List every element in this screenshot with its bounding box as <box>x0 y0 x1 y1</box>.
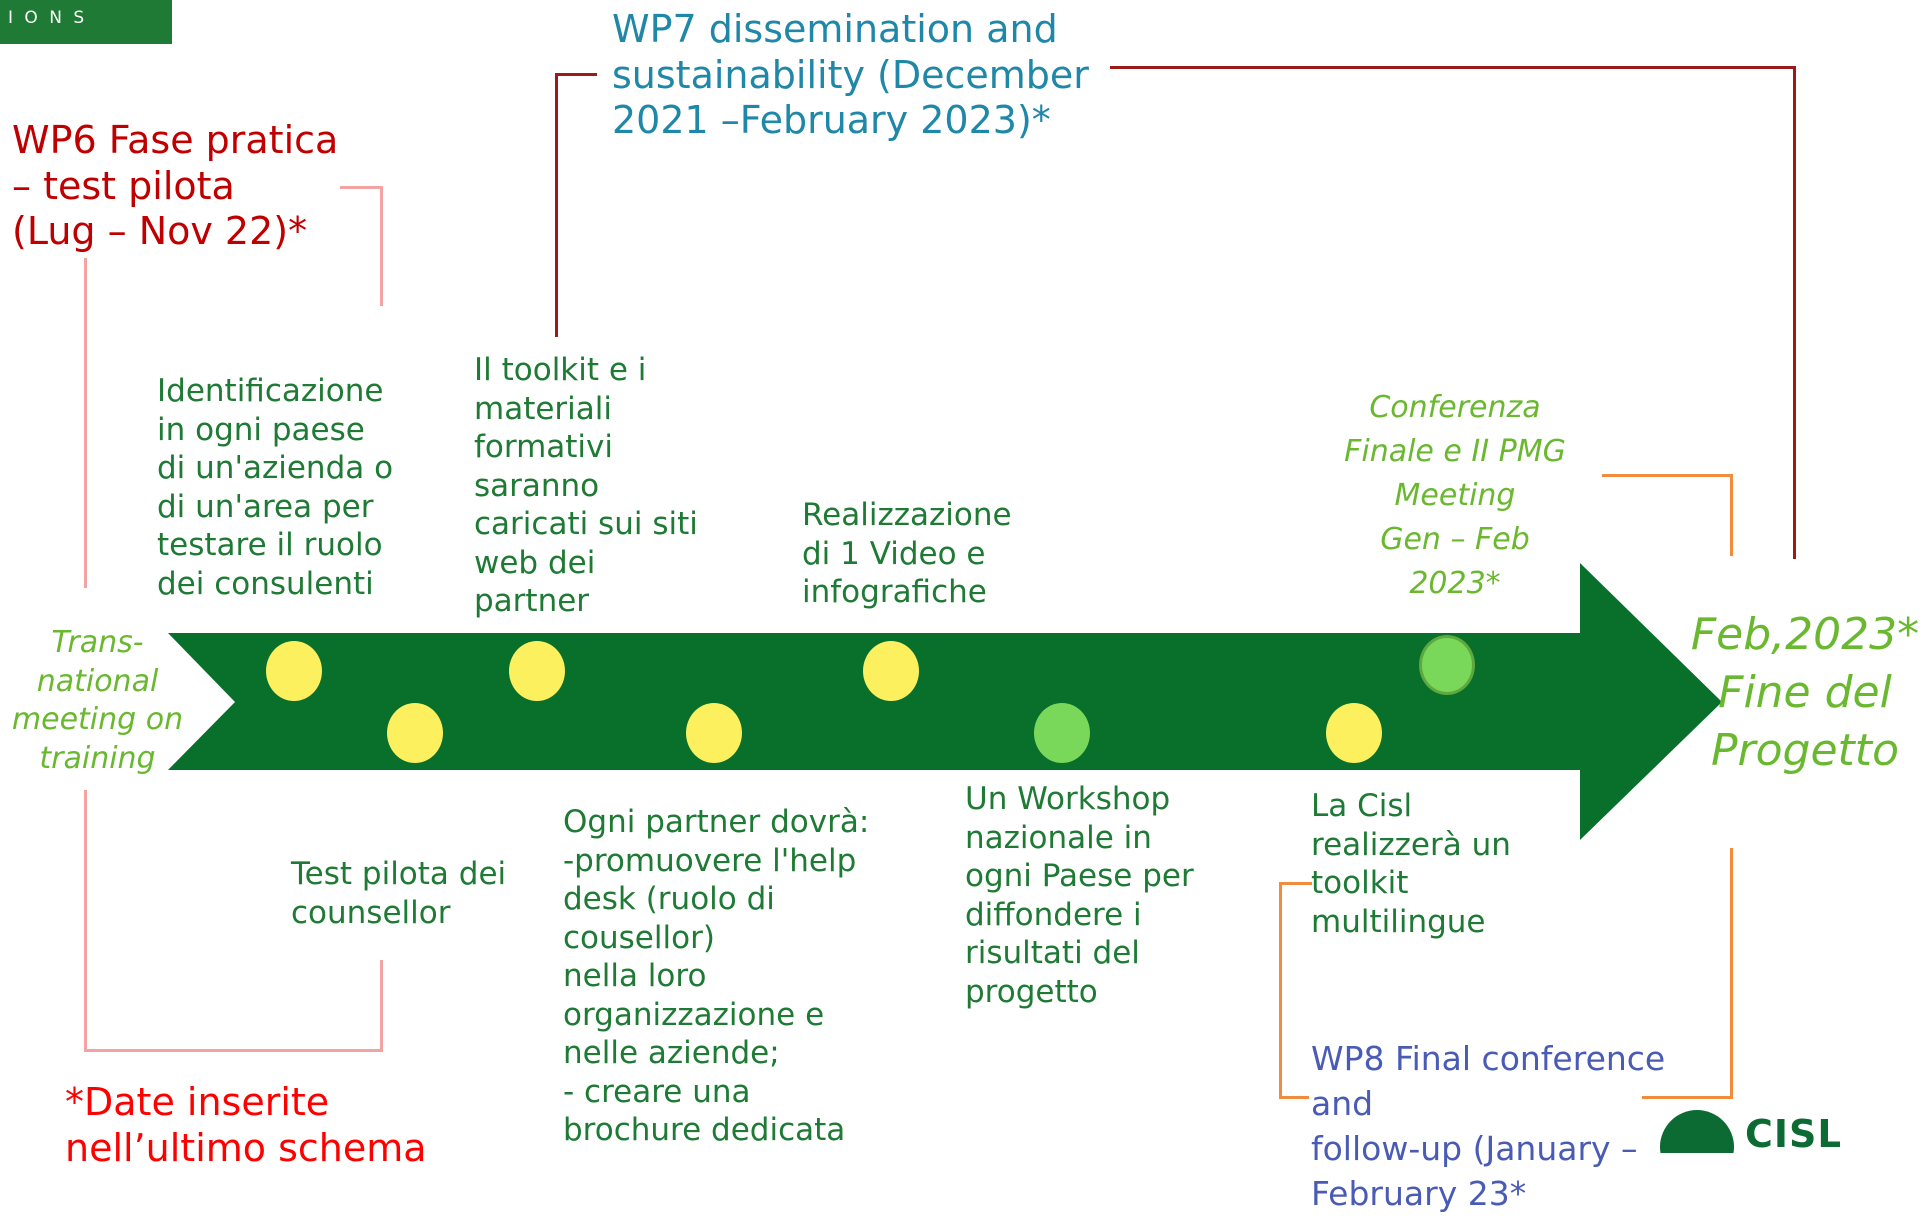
wp7-label: WP7 dissemination and sustainability (De… <box>612 7 1089 142</box>
milestone-dot-6 <box>1034 703 1090 763</box>
timeline-arrow <box>168 563 1722 840</box>
arrow-shape <box>168 563 1722 840</box>
wp7-bracket-left-vertical <box>555 75 558 337</box>
wp8-bracket-left-bottom-horizontal <box>1279 1096 1309 1099</box>
activity-cisl-toolkit: La Cisl realizzerà un toolkit multilingu… <box>1311 788 1511 940</box>
wp6-bracket-left-bottom-vertical <box>84 790 87 1052</box>
milestone-dot-3 <box>509 641 565 701</box>
wp7-bracket-left-horizontal <box>555 73 597 76</box>
milestone-dot-4 <box>686 703 742 763</box>
logo-block: I O N S <box>0 0 172 44</box>
activity-identificazione: Identificazione in ogni paese di un'azie… <box>157 373 394 602</box>
milestone-dot-7 <box>1326 703 1382 763</box>
start-label: Trans- national meeting on training <box>11 625 184 776</box>
activity-workshop: Un Workshop nazionale in ogni Paese per … <box>965 781 1194 1010</box>
wp6-bracket-left-top-vertical <box>84 258 87 588</box>
milestone-dot-2 <box>387 703 443 763</box>
wp8-bracket-top-horizontal <box>1602 474 1733 477</box>
activity-video: Realizzazione di 1 Video e infografiche <box>802 497 1012 610</box>
wp8-bracket-left-top-horizontal <box>1279 882 1312 885</box>
wp6-label: WP6 Fase pratica – test pilota (Lug – No… <box>12 118 339 253</box>
wp7-bracket-right-vertical <box>1793 66 1796 559</box>
wp8-bracket-right-bottom-horizontal <box>1642 1096 1733 1099</box>
milestone-dot-1 <box>266 641 322 701</box>
wp6-bracket-bottom-horizontal <box>84 1049 383 1052</box>
cisl-logo: CISL <box>1660 1110 1840 1153</box>
wp6-bracket-right-vertical <box>380 186 383 306</box>
activity-toolkit-upload: Il toolkit e i materiali formativi saran… <box>474 352 698 619</box>
logo-text: I O N S <box>8 8 88 28</box>
wp8-bracket-top-vertical <box>1730 474 1733 556</box>
milestone-dot-8 <box>1419 635 1475 695</box>
wp8-bracket-left-vertical <box>1279 882 1282 1098</box>
cisl-logo-circle <box>1660 1110 1734 1153</box>
end-label: Feb,2023* Fine del Progetto <box>1690 609 1920 776</box>
milestone-dot-5 <box>863 641 919 701</box>
dates-note: *Date inserite nell’ultimo schema <box>65 1080 427 1170</box>
activity-partner-tasks: Ogni partner dovrà: -promuovere l'help d… <box>563 804 870 1148</box>
wp6-bracket-right-bottom-vertical <box>380 960 383 1052</box>
wp6-bracket-top-horizontal <box>340 186 382 189</box>
cisl-logo-text: CISL <box>1745 1112 1840 1153</box>
activity-test-pilota: Test pilota dei counsellor <box>291 856 507 931</box>
wp8-bracket-right-vertical <box>1730 848 1733 1098</box>
conference-label: Conferenza Finale e II PMG Meeting Gen –… <box>1344 390 1566 601</box>
wp7-bracket-right-horizontal <box>1110 66 1796 69</box>
